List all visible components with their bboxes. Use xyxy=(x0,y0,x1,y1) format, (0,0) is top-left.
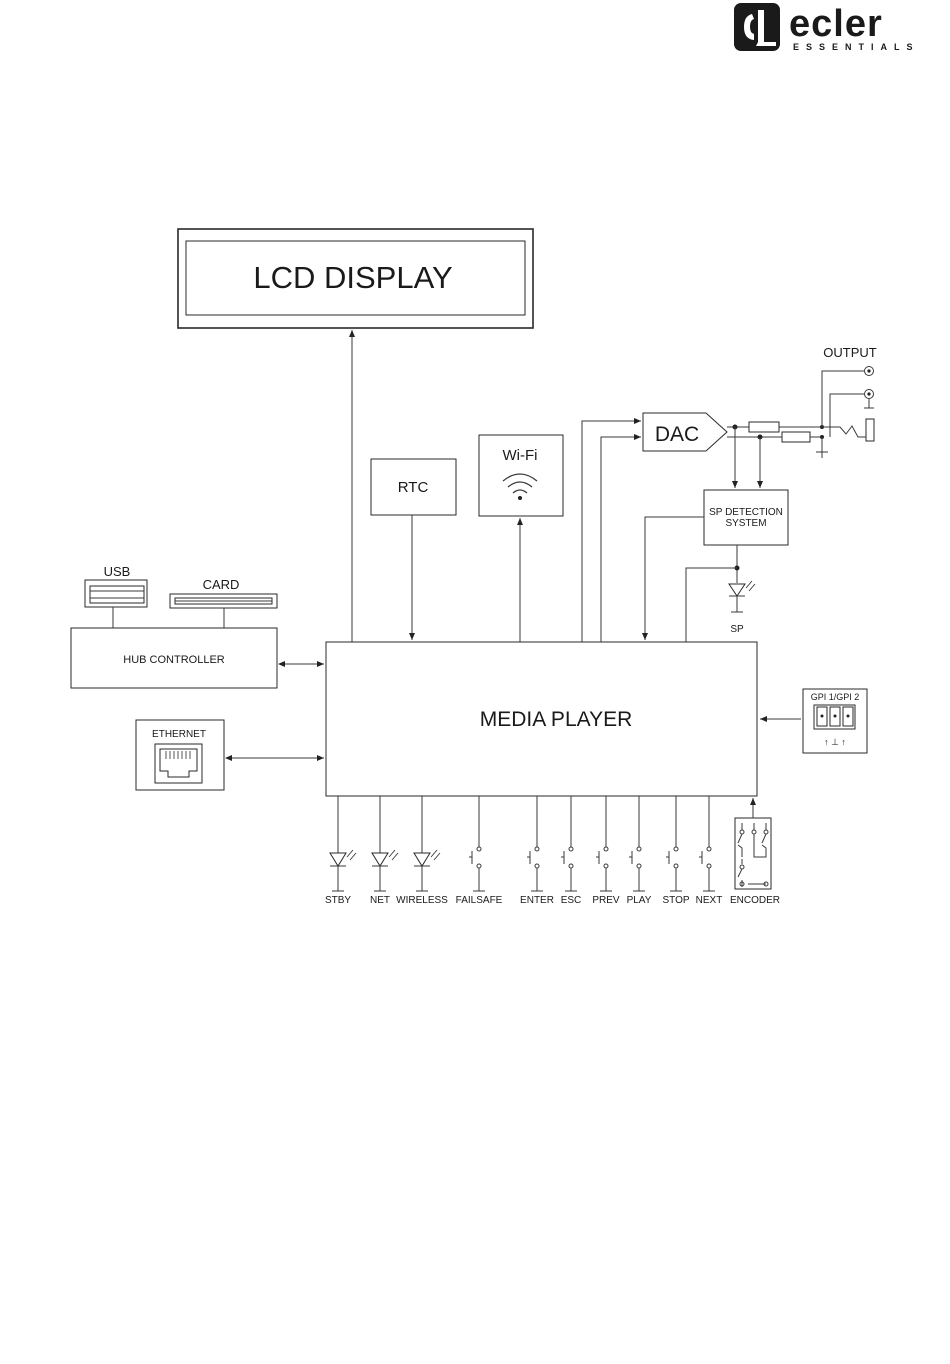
enter-label: ENTER xyxy=(520,895,554,906)
gpi-terminal-icon xyxy=(814,705,855,729)
encoder-label: ENCODER xyxy=(730,895,780,906)
button-play: PLAY xyxy=(627,796,652,906)
stop-label: STOP xyxy=(662,895,689,906)
rtc-block: RTC xyxy=(371,459,456,515)
ecler-logo: ecler ESSENTIALS xyxy=(734,3,920,52)
hub-controller-block: HUB CONTROLLER xyxy=(71,628,277,688)
gpi-pin-labels: ↑ ⊥ ↑ xyxy=(824,737,846,747)
lcd-display-label: LCD DISPLAY xyxy=(253,260,452,295)
wifi-block: Wi-Fi xyxy=(479,435,563,516)
button-enter: ENTER xyxy=(520,796,554,906)
wireless-label: WIRELESS xyxy=(396,895,448,906)
dac-input-arrow-2 xyxy=(601,437,641,642)
wifi-label: Wi-Fi xyxy=(503,447,538,464)
next-label: NEXT xyxy=(696,895,723,906)
sp-detection-label-2: SYSTEM xyxy=(725,518,766,529)
output-connectors-icon xyxy=(816,367,874,459)
play-label: PLAY xyxy=(627,895,652,906)
hub-controller-label: HUB CONTROLLER xyxy=(123,654,225,666)
button-esc: ESC xyxy=(561,796,582,906)
sp-detection-arrow xyxy=(645,517,704,640)
card-label: CARD xyxy=(203,577,240,592)
resistor-1 xyxy=(749,422,779,432)
dac-block: DAC xyxy=(643,413,727,451)
ethernet-label: ETHERNET xyxy=(152,729,206,740)
media-player-block: MEDIA PLAYER xyxy=(326,642,757,796)
dac-label: DAC xyxy=(655,423,699,446)
resistor-2 xyxy=(782,432,810,442)
sp-detection-label-1: SP DETECTION xyxy=(709,507,783,518)
gpi-block: GPI 1/GPI 2 ↑ ⊥ ↑ xyxy=(803,689,867,753)
usb-port-icon xyxy=(85,580,147,607)
button-prev: PREV xyxy=(592,796,620,906)
sp-led-icon xyxy=(729,581,755,612)
stby-label: STBY xyxy=(325,895,351,906)
button-next: NEXT xyxy=(696,796,723,906)
rj45-port-icon xyxy=(155,744,202,783)
esc-label: ESC xyxy=(561,895,582,906)
logo-wordmark: ecler xyxy=(789,3,883,45)
card-slot-icon xyxy=(170,594,277,608)
usb-label: USB xyxy=(104,564,131,579)
wireless-led-icon xyxy=(414,853,430,866)
gpi-label: GPI 1/GPI 2 xyxy=(811,692,860,702)
button-stop: STOP xyxy=(662,796,689,906)
media-player-label: MEDIA PLAYER xyxy=(480,708,633,731)
button-failsafe: FAILSAFE xyxy=(456,796,503,906)
net-led-icon xyxy=(372,853,388,866)
lcd-display-block: LCD DISPLAY xyxy=(178,229,533,328)
stby-led-icon xyxy=(330,853,346,866)
led-wireless: WIRELESS xyxy=(396,796,448,906)
net-label: NET xyxy=(370,895,390,906)
prev-label: PREV xyxy=(592,895,620,906)
led-net: NET xyxy=(370,796,398,906)
sp-detection-block: SP DETECTION SYSTEM xyxy=(704,490,788,545)
ethernet-block: ETHERNET xyxy=(136,720,224,790)
led-stby: STBY xyxy=(325,796,356,906)
encoder-block xyxy=(735,818,771,889)
rtc-label: RTC xyxy=(398,479,429,496)
failsafe-label: FAILSAFE xyxy=(456,895,503,906)
logo-subtitle: ESSENTIALS xyxy=(793,42,920,52)
dac-input-arrow-1 xyxy=(582,421,641,642)
output-label: OUTPUT xyxy=(823,345,877,360)
sp-label: SP xyxy=(730,624,744,635)
